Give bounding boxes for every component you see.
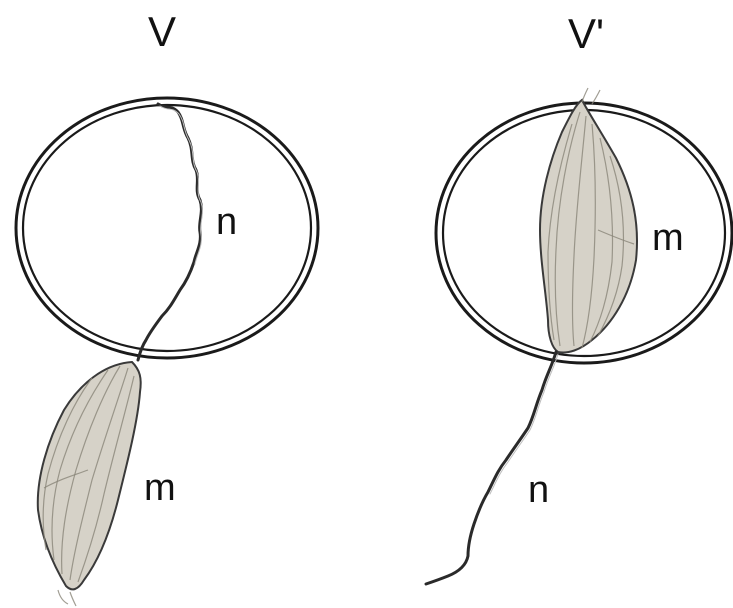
panel-v-nerve-label: n xyxy=(216,201,237,243)
panel-v-prime-title: V' xyxy=(568,10,604,57)
panel-v-title: V xyxy=(148,8,176,55)
panel-v-prime-nerve xyxy=(426,352,558,584)
panel-v-prime-muscle-label: m xyxy=(652,217,684,259)
panel-v-vessel-ring xyxy=(16,98,318,358)
panel-v: V n m xyxy=(16,8,318,606)
panel-v-nerve xyxy=(138,104,202,360)
panel-v-muscle xyxy=(38,362,141,606)
panel-v-prime-nerve-label: n xyxy=(528,469,549,511)
panel-v-prime: V' m n xyxy=(426,10,732,584)
panel-v-muscle-label: m xyxy=(144,467,176,509)
panel-v-prime-muscle xyxy=(540,88,637,353)
